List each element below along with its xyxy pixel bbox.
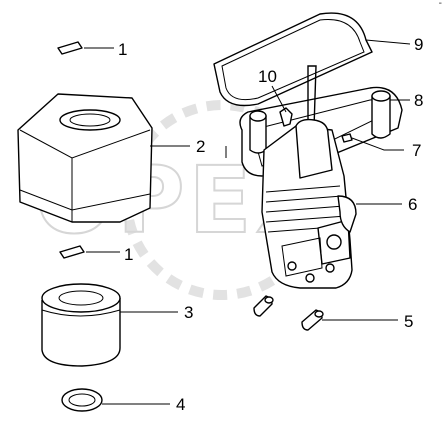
callout-6: 6 — [408, 195, 417, 214]
part-5-pin-right — [301, 309, 324, 331]
callout-8: 8 — [414, 91, 423, 110]
part-7-screw — [341, 133, 353, 143]
part-8-post — [371, 90, 391, 139]
callout-9: 9 — [414, 35, 423, 54]
leader-9 — [365, 39, 411, 45]
callout-5: 5 — [404, 312, 413, 331]
part-10-screw — [279, 107, 293, 127]
part-3-filter — [41, 283, 121, 367]
callout-labels: 1 1 2 3 4 5 6 7 8 9 10 — [118, 35, 423, 414]
leader-10 — [271, 85, 287, 113]
part-2-cover — [17, 93, 153, 223]
corner-mark: - — [438, 0, 442, 9]
part-1-clip-top — [57, 41, 83, 55]
callout-1-bottom: 1 — [124, 245, 133, 264]
part-1-clip-bottom — [59, 245, 85, 259]
part-5-pin-left — [253, 295, 274, 317]
callout-10: 10 — [258, 67, 277, 86]
part-4-oring — [61, 388, 103, 412]
callout-4: 4 — [176, 395, 185, 414]
callout-7: 7 — [412, 141, 421, 160]
callout-1-top: 1 — [118, 40, 127, 59]
leader-7 — [351, 137, 404, 151]
callout-3: 3 — [184, 303, 193, 322]
callout-2: 2 — [196, 137, 205, 156]
part-6-body — [261, 118, 357, 289]
part-9-gasket — [213, 12, 373, 107]
part-left-post — [249, 110, 267, 154]
leader-lines — [84, 39, 411, 405]
